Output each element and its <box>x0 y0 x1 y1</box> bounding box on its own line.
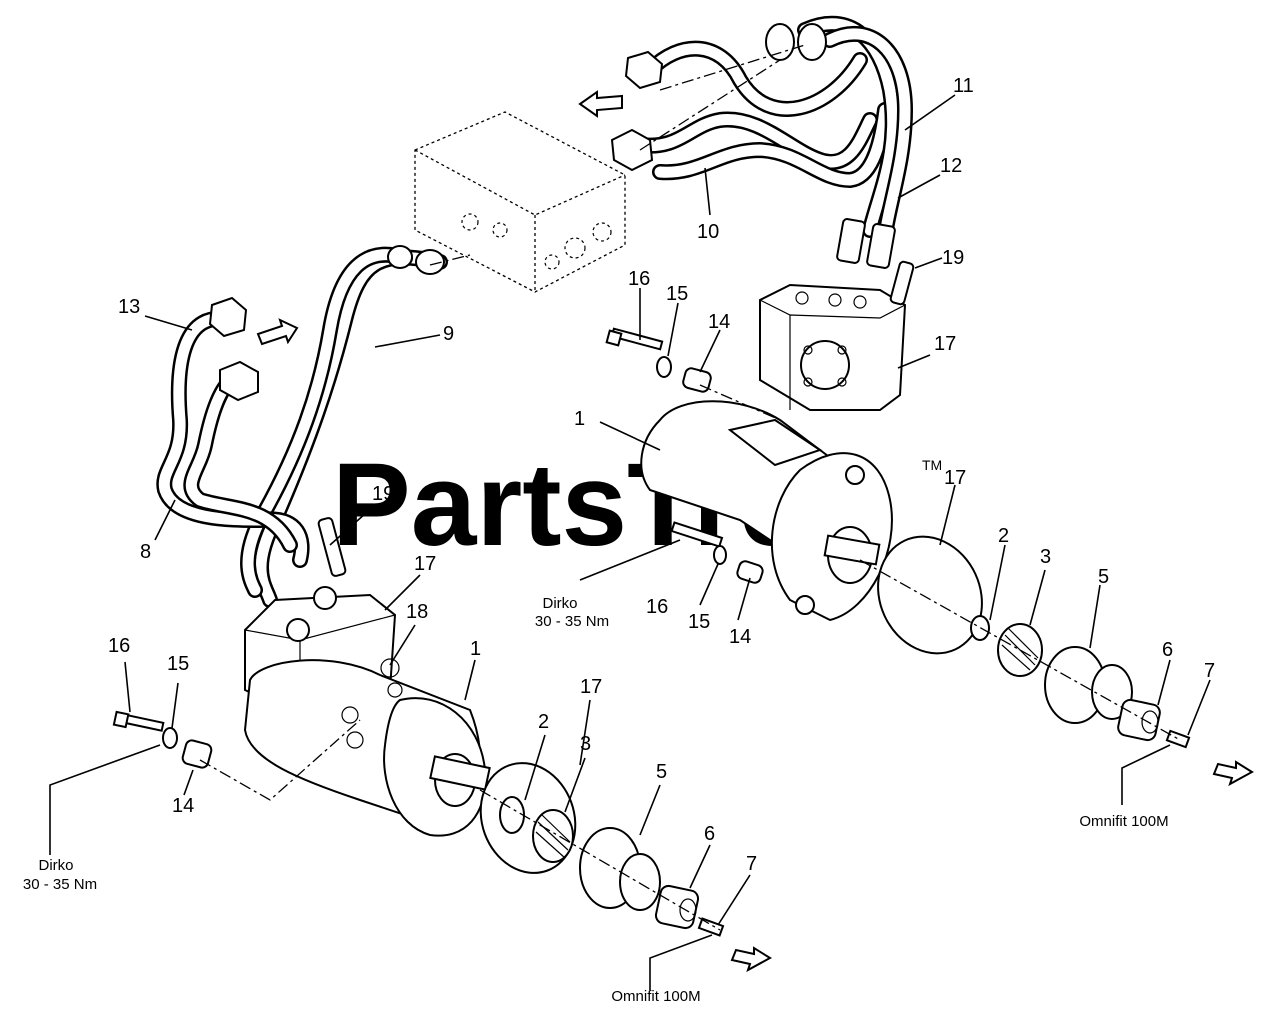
callout-9: 9 <box>443 323 454 345</box>
callout-14-mid: 14 <box>729 626 751 648</box>
spring-3-bottom <box>532 809 574 863</box>
callout-17-oring-bottom: 17 <box>580 676 602 698</box>
callout-13: 13 <box>118 296 140 318</box>
callout-2-bottom: 2 <box>538 711 549 733</box>
callout-16-top: 16 <box>628 268 650 290</box>
ring-2-bottom <box>499 796 525 834</box>
bushing-14-top <box>682 367 712 393</box>
callout-1-bottom: 1 <box>470 638 481 660</box>
steering-unit-top <box>759 260 915 411</box>
callout-14-left: 14 <box>172 795 194 817</box>
svg-text:Dirko: Dirko <box>542 595 577 612</box>
hose-10 <box>632 102 893 188</box>
svg-text:30 - 35 Nm: 30 - 35 Nm <box>23 876 97 893</box>
callout-16-left: 16 <box>108 635 130 657</box>
hose-9 <box>240 245 448 608</box>
o-ring-17-right <box>877 535 983 655</box>
callout-3-bottom: 3 <box>580 733 591 755</box>
callout-17-top-motor: 17 <box>934 333 956 355</box>
arrow-icon <box>730 946 772 973</box>
callout-5-top: 5 <box>1098 566 1109 588</box>
center-lines <box>199 44 1181 931</box>
callout-18: 18 <box>406 601 428 623</box>
callout-1-top: 1 <box>574 408 585 430</box>
bolt-16-top <box>605 327 664 351</box>
watermark-trademark: TM <box>922 457 942 473</box>
motor-top-right <box>640 400 893 622</box>
callout-8: 8 <box>140 541 151 563</box>
callout-19-top: 19 <box>942 247 964 269</box>
svg-text:Dirko: Dirko <box>38 857 73 874</box>
note-dirko-left: Dirko 30 - 35 Nm <box>23 857 97 893</box>
callout-11: 11 <box>953 75 974 97</box>
callout-6-bottom: 6 <box>704 823 715 845</box>
arrow-icon <box>1212 760 1254 787</box>
callout-15-mid: 15 <box>688 611 710 633</box>
bearing-5-right <box>1044 646 1133 724</box>
washer-15-left <box>162 727 178 749</box>
callout-14-top: 14 <box>708 311 730 333</box>
callout-16-mid: 16 <box>646 596 668 618</box>
sleeve-6-bottom <box>654 884 700 930</box>
note-dirko-mid: Dirko 30 - 35 Nm <box>535 595 609 630</box>
callout-10: 10 <box>697 221 719 243</box>
bolt-16-left <box>112 710 165 732</box>
washer-15-mid <box>713 545 727 565</box>
motor-left <box>243 517 491 837</box>
callout-2-top: 2 <box>998 525 1009 547</box>
hose-8-13 <box>156 296 310 568</box>
hose-12 <box>822 25 913 243</box>
sleeve-6-right <box>1117 698 1161 742</box>
callout-6-top: 6 <box>1162 639 1173 661</box>
callout-19-left: 19 <box>372 483 394 505</box>
spring-3-right <box>997 623 1043 677</box>
bushing-14-left <box>181 739 213 769</box>
callouts: 11 12 10 19 16 15 14 17 1 17 2 3 5 6 7 9… <box>108 75 1215 875</box>
callout-17-left-motor: 17 <box>414 553 436 575</box>
callout-17-oring-top: 17 <box>944 467 966 489</box>
arrow-icon <box>256 318 299 346</box>
leader-lines <box>49 94 1211 990</box>
bushing-14-mid <box>736 560 764 584</box>
callout-7-top: 7 <box>1204 660 1215 682</box>
screw-7-right <box>1165 729 1191 749</box>
bolt-16-mid <box>670 521 724 548</box>
note-omnifit-right: Omnifit 100M <box>1079 813 1168 830</box>
washer-15-top <box>656 356 672 378</box>
hose-11 <box>642 15 901 238</box>
callout-12: 12 <box>940 155 962 177</box>
callout-15-left: 15 <box>167 653 189 675</box>
callout-7-bottom: 7 <box>746 853 757 875</box>
screw-7-bottom <box>697 917 725 937</box>
valve-block <box>414 111 626 293</box>
callout-5-bottom: 5 <box>656 761 667 783</box>
callout-15-top: 15 <box>666 283 688 305</box>
callout-3-top: 3 <box>1040 546 1051 568</box>
arrow-icon <box>578 90 623 118</box>
svg-text:30 - 35 Nm: 30 - 35 Nm <box>535 613 609 630</box>
bearing-5-bottom <box>579 827 661 911</box>
note-omnifit-bottom: Omnifit 100M <box>611 988 700 1005</box>
ring-2-right <box>970 615 990 641</box>
